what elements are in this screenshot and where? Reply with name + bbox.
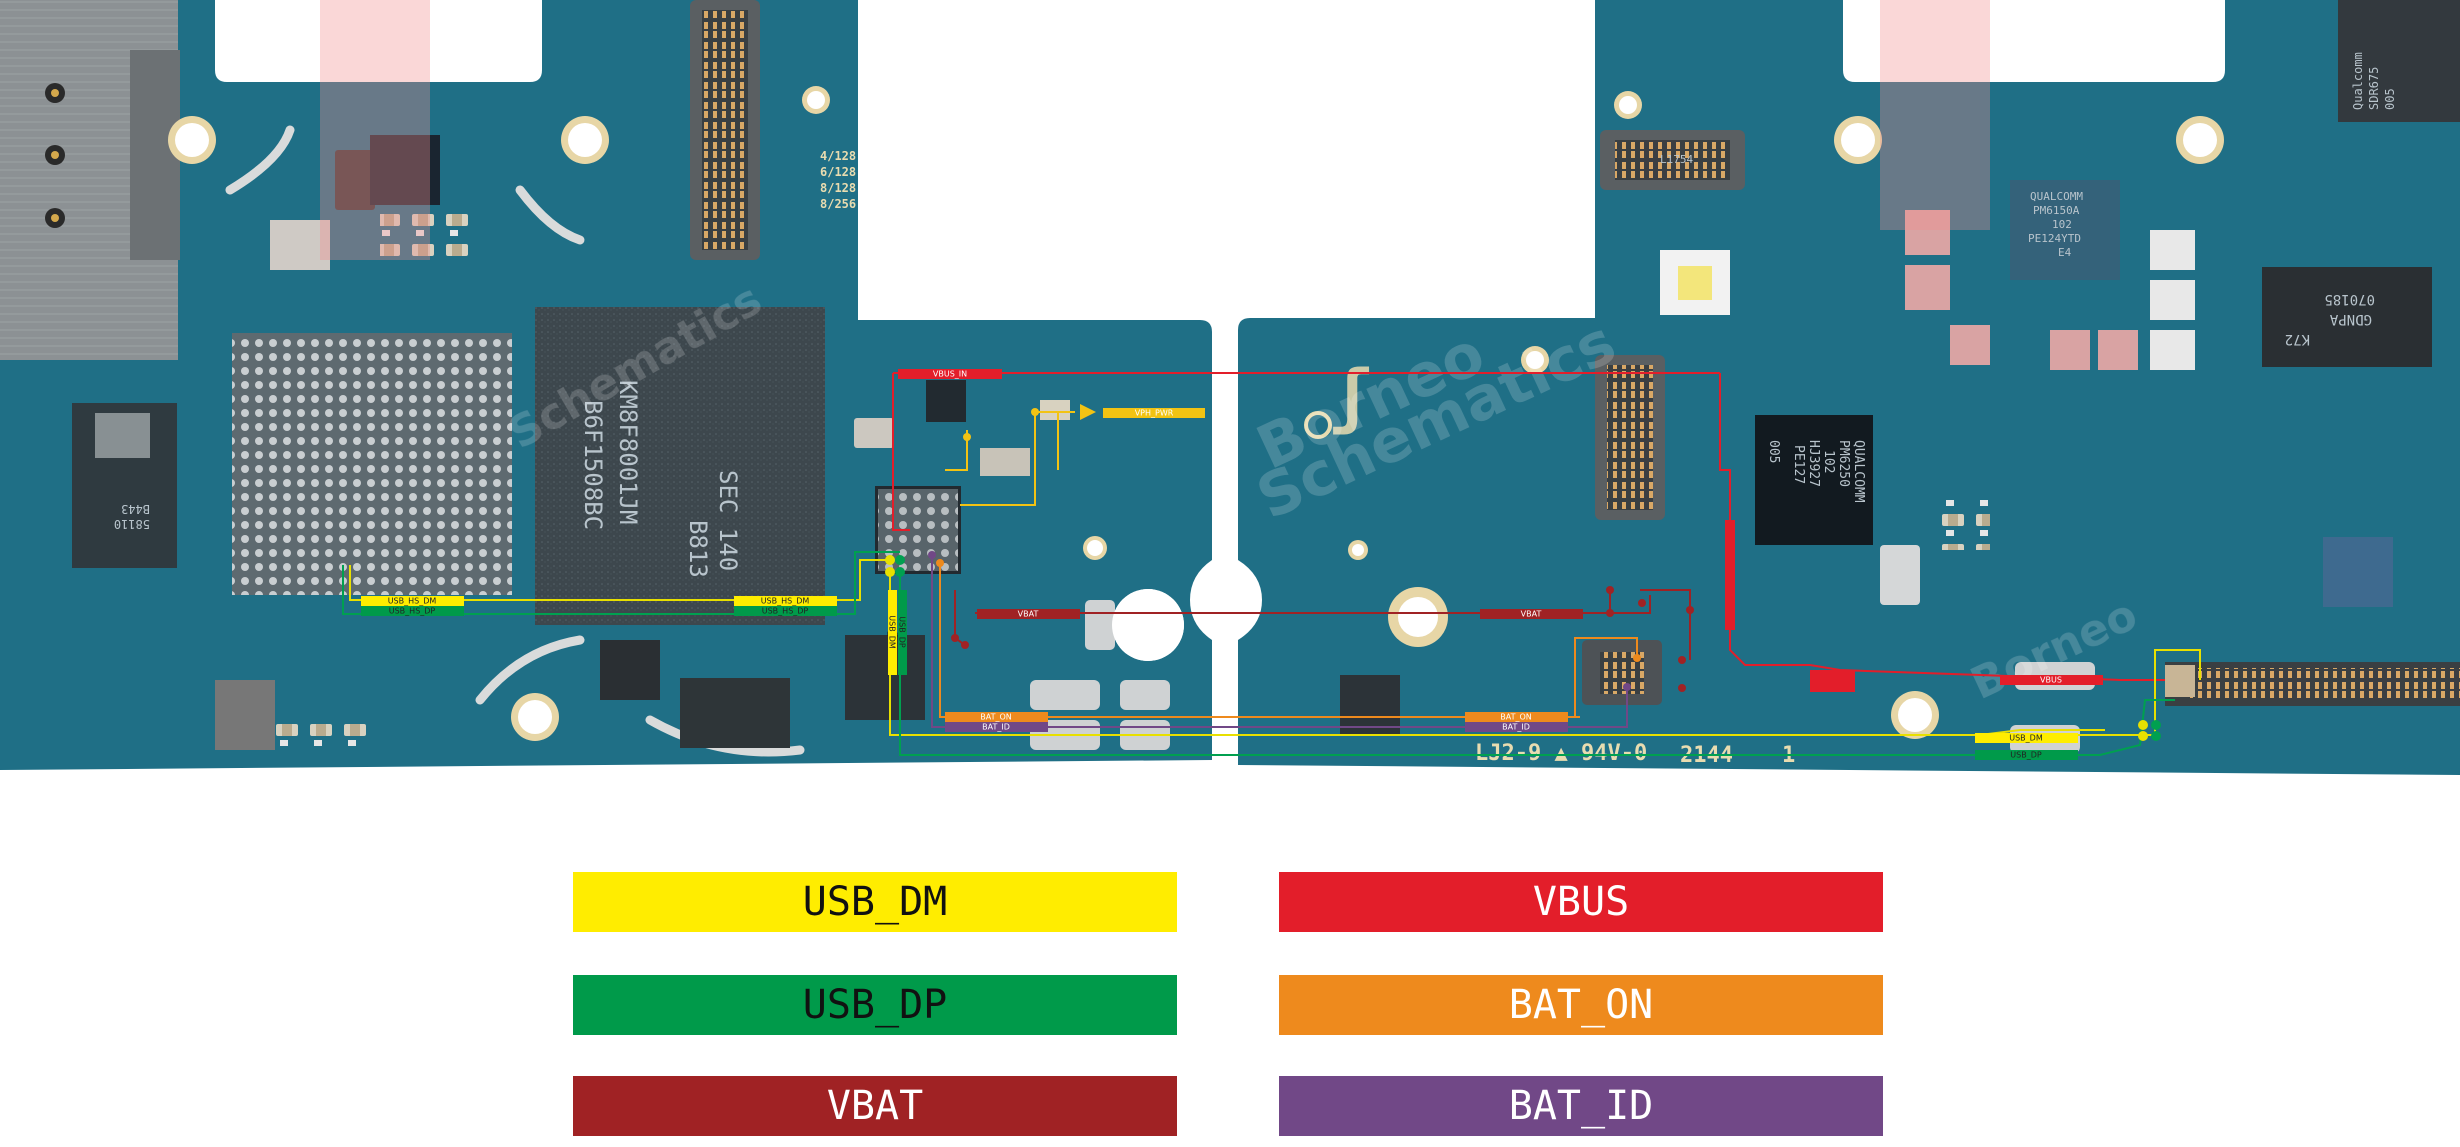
- audio-codec-wcd9380-chip: [2323, 537, 2393, 607]
- net-label-usb-hs-dm-right: USB_HS_DM: [734, 596, 837, 606]
- chip-marking: KM8F8001JM: [614, 380, 642, 525]
- svg-text:USB_DM: USB_DM: [2009, 734, 2043, 743]
- chip-marking: B6F1508BC: [579, 400, 607, 530]
- svg-text:BAT_ID: BAT_ID: [982, 723, 1010, 732]
- svg-text:BAT_ID: BAT_ID: [1502, 723, 1530, 732]
- legend-bat-on: BAT_ON: [1279, 975, 1883, 1035]
- legend-usb-dm: USB_DM: [573, 872, 1177, 932]
- chip-marking: QUALCOMM: [1851, 440, 1866, 503]
- right-board: ʃ L1754 QUALCOMM PM6250 102 HJ3927 PE127…: [1112, 0, 2460, 775]
- emmc-memory-chip: [535, 307, 825, 625]
- pmic-pm6250-chip: [1755, 415, 1873, 545]
- chip-marking: 102: [1821, 450, 1836, 473]
- chip-marking: PE127: [1791, 445, 1806, 484]
- svg-text:USB_HS_DP: USB_HS_DP: [762, 607, 809, 616]
- vbus-pad: [1810, 670, 1855, 692]
- chip-marking: PM6150A: [2033, 204, 2080, 217]
- svg-text:USB_DP: USB_DP: [2010, 751, 2042, 760]
- nxp-chip: [845, 635, 925, 720]
- net-label-usb-hs-dp-left: USB_HS_DP: [361, 606, 464, 616]
- svg-text:BAT_ON: BAT_ON: [980, 713, 1012, 722]
- memory-option-label: 8/128: [820, 181, 856, 195]
- ul-mark: LJ2-9 ▲ 94V-0: [1475, 741, 1647, 766]
- net-label-bat-on-left: BAT_ON: [945, 712, 1048, 722]
- net-label-bat-id-left: BAT_ID: [945, 722, 1048, 732]
- power-amplifier-chip: [2262, 267, 2432, 367]
- soc-bga-chip: [232, 333, 512, 595]
- svg-text:VBAT: VBAT: [1018, 610, 1039, 619]
- net-label-vbus-in: VBUS_IN: [898, 369, 1002, 379]
- usb-junction-dots: [885, 555, 2161, 741]
- net-label-vph-pwr: VPH_PWR: [1103, 408, 1205, 418]
- chip-marking: 102: [2052, 218, 2072, 231]
- legend-usb-dp: USB_DP: [573, 975, 1177, 1035]
- net-label-bat-id-right: BAT_ID: [1465, 722, 1568, 732]
- net-bat-on-traces: [939, 563, 1638, 718]
- chip-marking: E4: [2058, 246, 2072, 259]
- legend-label: USB_DP: [802, 982, 948, 1028]
- chip-marking: 005: [1766, 440, 1781, 463]
- chip-marking: Qualcomm: [2351, 52, 2365, 110]
- legend-label: VBUS: [1532, 879, 1630, 925]
- left-board: 4/128 6/128 8/128 8/256 58110 B443 KM8F8…: [0, 0, 1212, 770]
- legend-label: BAT_ON: [1508, 982, 1654, 1028]
- net-label-bat-on-right: BAT_ON: [1465, 712, 1568, 722]
- chip-marking: SDR675: [2367, 67, 2381, 110]
- chip-marking: GDNPA: [2329, 311, 2372, 327]
- net-vph-pwr-traces: [945, 411, 1075, 506]
- svg-text:USB_HS_DM: USB_HS_DM: [388, 597, 437, 606]
- svg-text:VPH_PWR: VPH_PWR: [1135, 409, 1174, 418]
- chip-marking: 58110: [114, 517, 150, 531]
- svg-text:VBAT: VBAT: [1521, 610, 1542, 619]
- legend-vbat: VBAT: [573, 1076, 1177, 1136]
- chip-marking: 070185: [2324, 291, 2375, 307]
- chip-marking: 005: [2383, 88, 2397, 110]
- chip-marking: PE124YTD: [2028, 232, 2081, 245]
- memory-option-label: 6/128: [820, 165, 856, 179]
- legend-label: BAT_ID: [1508, 1083, 1654, 1129]
- net-label-usb-dm-right: USB_DM: [1975, 733, 2078, 743]
- net-label-vbat-right: VBAT: [1480, 609, 1583, 619]
- net-label-usb-dp-right: USB_DP: [1975, 750, 2078, 760]
- svg-text:BAT_ON: BAT_ON: [1500, 713, 1532, 722]
- net-label-usb-hs-dp-right: USB_HS_DP: [734, 606, 837, 616]
- watermark-logo: [320, 0, 1990, 260]
- chip-marking: B443: [121, 502, 150, 516]
- vbus-trace-vertical: [1725, 520, 1735, 630]
- usb-dp-vertical-label: USB_DP: [898, 616, 907, 648]
- net-usb-dp-traces: [342, 551, 2175, 756]
- legend-vbus: VBUS: [1279, 872, 1883, 932]
- usb-dm-vertical-bar: [888, 590, 897, 675]
- chip-marking: HJ3927: [1806, 440, 1821, 487]
- connector-marking: L1754: [1660, 153, 1693, 166]
- crystal-oscillator: [854, 418, 894, 448]
- chip-marking: QUALCOMM: [2030, 190, 2083, 203]
- charger-ic: [926, 380, 966, 422]
- samsung-logo-icon: ʃ: [1330, 355, 1372, 437]
- net-label-usb-hs-dm-left: USB_HS_DM: [361, 596, 464, 606]
- arrow-icon: [1080, 404, 1096, 420]
- net-label-vbat-left: VBAT: [977, 609, 1080, 619]
- svg-text:USB_HS_DP: USB_HS_DP: [389, 607, 436, 616]
- chip-marking: PM6250: [1836, 440, 1851, 487]
- pcb-board-diagram: 4/128 6/128 8/128 8/256 58110 B443 KM8F8…: [0, 0, 2460, 775]
- svg-text:VBUS_IN: VBUS_IN: [933, 370, 967, 379]
- chip-marking: K72: [2285, 331, 2310, 347]
- memory-option-label: 8/256: [820, 197, 856, 211]
- legend-label: USB_DM: [802, 879, 948, 925]
- legend-bat-id: BAT_ID: [1279, 1076, 1883, 1136]
- net-bat-id-traces: [931, 555, 1628, 728]
- legend-label: VBAT: [826, 1083, 924, 1129]
- chip-marking: SEC 140: [714, 470, 742, 571]
- memory-option-label: 4/128: [820, 149, 856, 163]
- net-label-vbus-right: VBUS: [2000, 675, 2103, 685]
- usb-dm-vertical-label: USB_DM: [888, 615, 897, 649]
- pmic-pm6150a-chip: [2010, 180, 2120, 280]
- svg-text:VBUS: VBUS: [2040, 676, 2062, 685]
- chip-marking: B813: [684, 520, 712, 578]
- usb-dp-vertical-bar: [898, 590, 907, 675]
- svg-text:USB_HS_DM: USB_HS_DM: [761, 597, 810, 606]
- rf-sdr675-chip: [2338, 0, 2460, 122]
